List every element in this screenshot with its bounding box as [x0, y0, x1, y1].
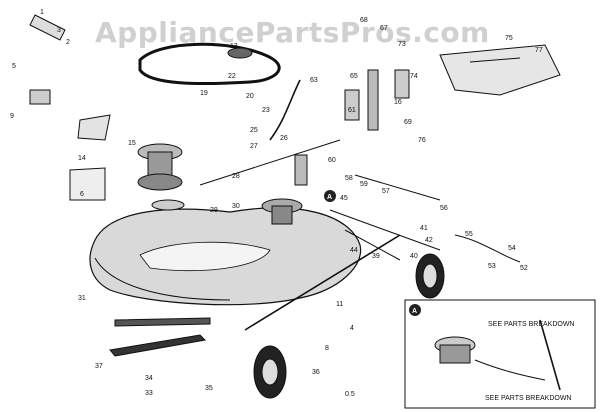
callout-label: 19 — [200, 90, 208, 97]
callout-label: 22 — [228, 73, 236, 80]
callout-label: 69 — [404, 119, 412, 126]
callout-label: 36 — [312, 369, 320, 376]
callout-label: 75 — [505, 35, 513, 42]
detail-inset: A SEE PARTS BREAKDOWN SEE PARTS BREAKDOW… — [404, 299, 596, 409]
link-arms — [344, 69, 410, 131]
center-spindle — [261, 154, 308, 225]
callout-label: 27 — [250, 143, 258, 150]
mower-deck — [89, 207, 362, 306]
callout-label: 37 — [95, 363, 103, 370]
callout-label: 59 — [360, 181, 368, 188]
svg-text:A: A — [327, 194, 332, 201]
callout-label: 39 — [372, 253, 380, 260]
callout-label: 9 — [10, 113, 14, 120]
callout-label: 4 — [350, 325, 354, 332]
callout-label: 40 — [410, 253, 418, 260]
callout-label: 1 — [40, 9, 44, 16]
gauge-wheel-front — [415, 253, 445, 299]
callout-label: 53 — [488, 263, 496, 270]
callout-label: 23 — [262, 107, 270, 114]
callout-label: 58 — [345, 175, 353, 182]
callout-label: 15 — [128, 140, 136, 147]
marker-a: A — [324, 190, 336, 202]
callout-label: 74 — [410, 73, 418, 80]
mower-blade — [109, 317, 211, 357]
callout-label: 16 — [394, 99, 402, 106]
svg-text:A: A — [412, 308, 417, 315]
callout-label: 77 — [535, 47, 543, 54]
callout-label: 3 — [57, 27, 61, 34]
callout-label: 11 — [336, 301, 343, 308]
callout-label: 65 — [350, 73, 358, 80]
callout-label: 2 — [66, 39, 70, 46]
callout-label: 20 — [246, 93, 254, 100]
rear-hanger-bracket — [439, 44, 561, 96]
callout-label: 54 — [508, 245, 516, 252]
callout-label: 61 — [348, 107, 356, 114]
callout-label: 26 — [280, 135, 288, 142]
callout-label: 56 — [440, 205, 448, 212]
callout-label: 29 — [210, 207, 218, 214]
callout-label: 44 — [350, 247, 358, 254]
callout-label: 25 — [250, 127, 258, 134]
callout-label: 68 — [360, 17, 368, 24]
callout-label: 33 — [145, 390, 153, 397]
callout-label: 8 — [325, 345, 329, 352]
callout-labels: 1 3 2 5 9 14 15 6 13 22 20 19 23 25 63 2… — [10, 9, 543, 397]
callout-label: 42 — [425, 237, 433, 244]
callout-label: 45 — [340, 195, 348, 202]
gauge-wheel-rear — [253, 345, 287, 399]
callout-label: 14 — [78, 155, 86, 162]
callout-label: 5 — [12, 63, 16, 70]
callout-label: 63 — [310, 77, 318, 84]
callout-label: 34 — [145, 375, 153, 382]
linkage — [199, 79, 521, 331]
callout-label: 28 — [232, 173, 240, 180]
callout-label: 60 — [328, 157, 336, 164]
callout-label: 6 — [80, 191, 84, 198]
callout-label: 35 — [205, 385, 213, 392]
callout-label: 31 — [78, 295, 86, 302]
inset-note-top: SEE PARTS BREAKDOWN — [488, 321, 574, 328]
drive-belt — [138, 42, 281, 86]
callout-label: 76 — [418, 137, 426, 144]
callout-label: 13 — [230, 43, 238, 50]
callout-label: 57 — [382, 188, 390, 195]
callout-label: 67 — [380, 25, 388, 32]
callout-label: 55 — [465, 231, 473, 238]
left-brackets — [29, 14, 111, 201]
footer-code: 0.5 — [345, 391, 355, 398]
callout-label: 52 — [520, 265, 528, 272]
inset-note-bottom: SEE PARTS BREAKDOWN — [485, 395, 571, 402]
callout-label: 30 — [232, 203, 240, 210]
callout-label: 41 — [420, 225, 428, 232]
callout-label: 73 — [398, 41, 406, 48]
watermark-text: AppliancePartsPros.com — [95, 16, 490, 49]
spindle-assembly — [137, 143, 185, 211]
